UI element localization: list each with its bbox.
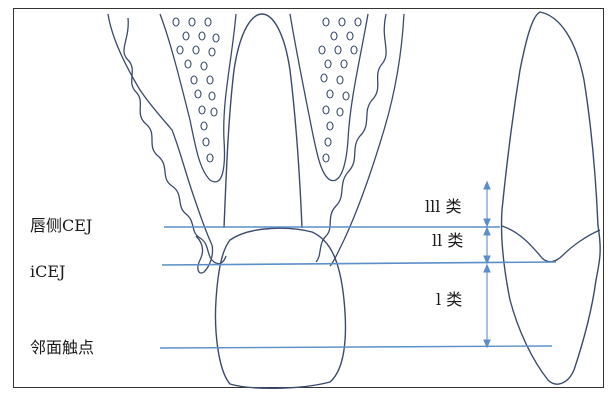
contact-point-label: 邻面触点 [30, 338, 95, 357]
class-ii-arrow [483, 226, 491, 265]
icej-label: iCEJ [30, 262, 66, 281]
left-bone-outline [159, 13, 237, 183]
class-ii-label: ll 类 [432, 231, 464, 250]
labial-cej-label: 唇侧CEJ [30, 216, 93, 235]
left-gingiva-wave [123, 17, 227, 265]
left-gingiva-outline [107, 13, 214, 274]
central-tooth-crown-outline [214, 227, 347, 389]
adjacent-papilla-outline [501, 225, 601, 263]
contact-point-line [159, 345, 553, 349]
class-i-label: l 类 [436, 290, 463, 309]
right-bone-trabeculae [318, 17, 362, 163]
diagram-frame [13, 8, 604, 388]
right-bone-outline [289, 13, 369, 182]
icej-line [161, 261, 557, 266]
class-iii-label: lll 类 [425, 197, 462, 216]
class-i-arrow [483, 263, 491, 349]
central-tooth-root-outline [223, 13, 303, 229]
left-bone-trabeculae [172, 17, 220, 163]
right-gingiva-outline [329, 13, 405, 267]
adjacent-tooth-outline [500, 11, 601, 385]
right-gingiva-wave [315, 13, 387, 263]
class-iii-arrow [483, 180, 491, 228]
